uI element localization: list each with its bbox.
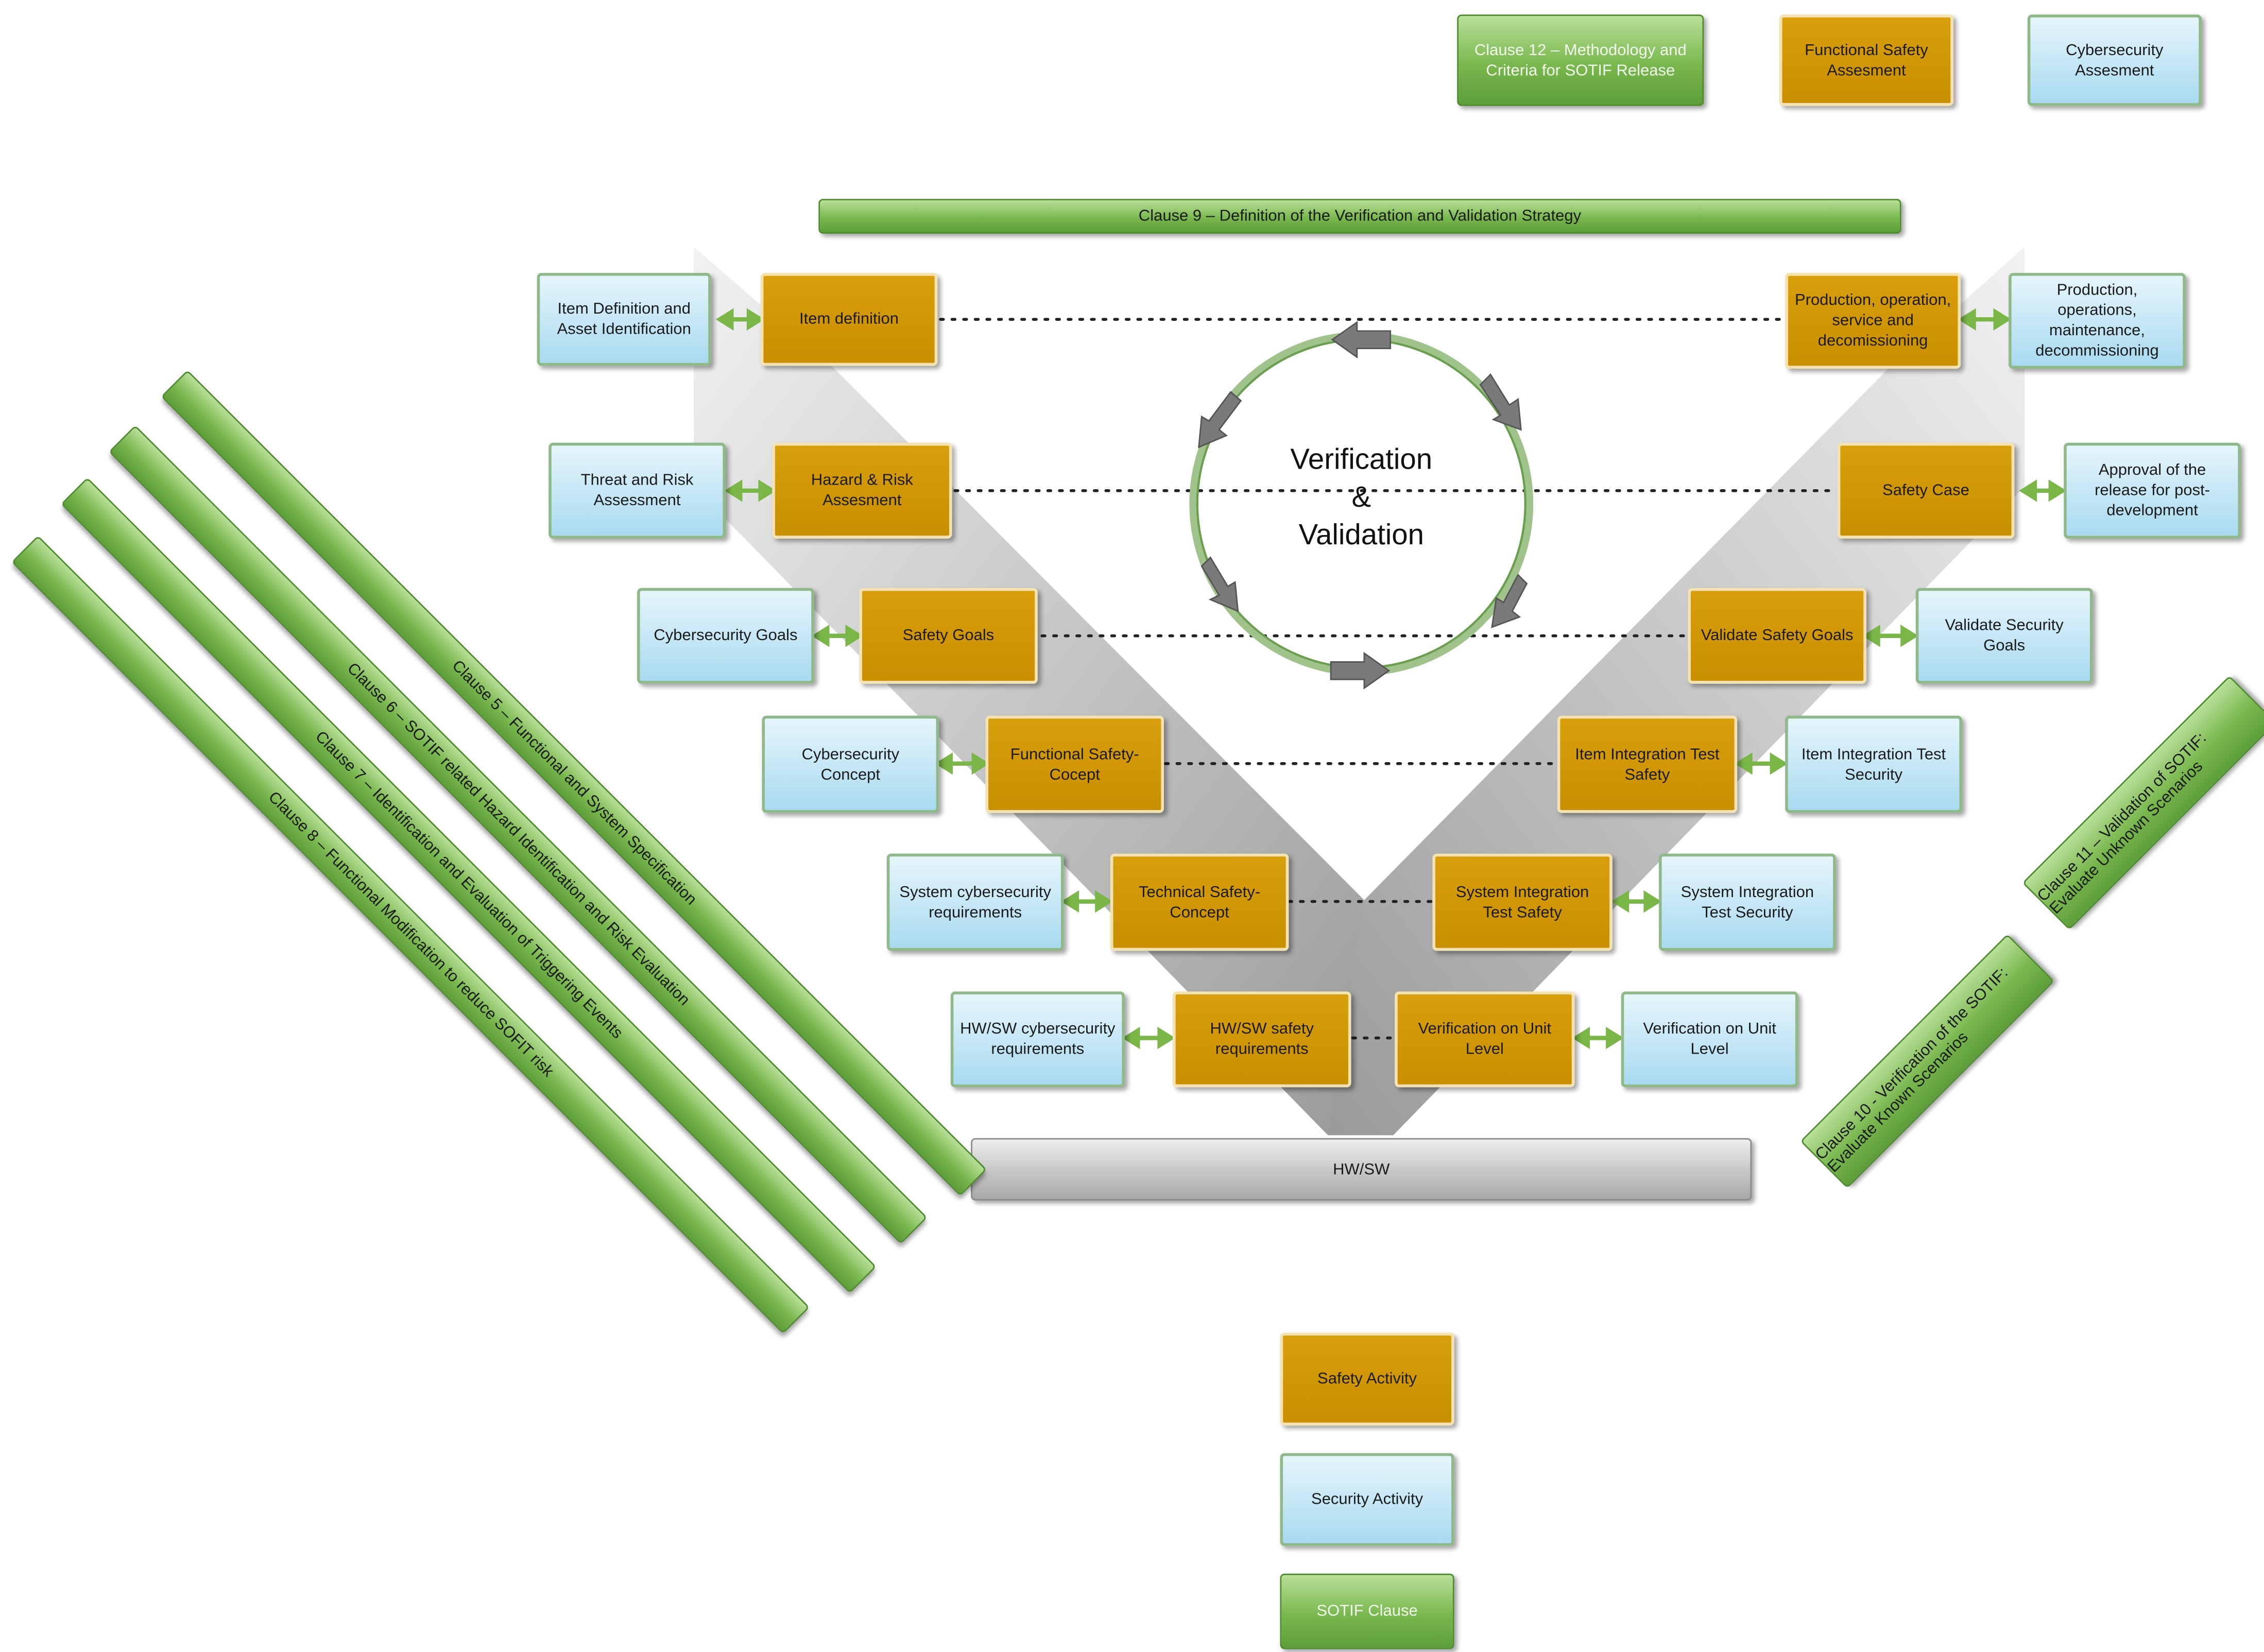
verification-unit-level-safety-box: Verification on Unit Level xyxy=(1395,991,1575,1088)
cybersecurity-goals-label: Cybersecurity Goals xyxy=(654,627,798,645)
hazard-risk-assessment-label: Hazard & Risk Assesment xyxy=(811,472,913,510)
hwsw-label: HW/SW xyxy=(1333,1160,1390,1178)
production-operations-maintenance-label: Production, operations, maintenance, dec… xyxy=(2035,281,2159,360)
validate-safety-goals-box: Validate Safety Goals xyxy=(1688,588,1866,684)
clause-9-label: Clause 9 – Definition of the Verificatio… xyxy=(1138,208,1582,225)
clause-12-label: Clause 12 – Methodology and Criteria for… xyxy=(1474,41,1687,79)
item-integration-test-safety-label: Item Integration Test Safety xyxy=(1575,745,1720,783)
system-integration-test-security-label: System Integration Test Security xyxy=(1680,883,1814,921)
vv-center-text: Verification & Validation xyxy=(1245,441,1478,555)
vv-line-2: & xyxy=(1351,481,1371,514)
cybersecurity-concept-label: Cybersecurity Concept xyxy=(801,745,900,783)
cybersecurity-concept-box: Cybersecurity Concept xyxy=(762,715,939,813)
validate-security-goals-label: Validate Security Goals xyxy=(1945,617,2064,655)
system-integration-test-safety-box: System Integration Test Safety xyxy=(1432,853,1613,951)
legend-sotif-clause: SOTIF Clause xyxy=(1280,1573,1454,1649)
validate-security-goals-box: Validate Security Goals xyxy=(1915,588,2093,684)
verification-unit-level-security-label: Verification on Unit Level xyxy=(1643,1020,1776,1059)
hwsw-safety-requirements-box: HW/SW safety requirements xyxy=(1172,991,1351,1088)
system-integration-test-safety-label: System Integration Test Safety xyxy=(1455,883,1589,921)
safety-case-label: Safety Case xyxy=(1882,481,1969,500)
hwsw-cybersecurity-requirements-box: HW/SW cybersecurity requirements xyxy=(950,991,1125,1088)
vv-line-1: Verification xyxy=(1290,444,1433,476)
vv-line-3: Validation xyxy=(1298,520,1424,552)
legend-sotif-label: SOTIF Clause xyxy=(1316,1603,1418,1621)
safety-case-box: Safety Case xyxy=(1837,442,2015,539)
clause-9-bar: Clause 9 – Definition of the Verificatio… xyxy=(818,199,1901,234)
safety-goals-box: Safety Goals xyxy=(859,588,1038,684)
cybersecurity-assessment-label: Cybersecurity Assesment xyxy=(2066,41,2164,79)
double-arrows xyxy=(715,308,2067,1049)
legend-safety-label: Safety Activity xyxy=(1317,1370,1417,1388)
legend-safety-activity: Safety Activity xyxy=(1280,1332,1454,1426)
system-integration-test-security-box: System Integration Test Security xyxy=(1658,853,1836,951)
safety-goals-label: Safety Goals xyxy=(902,627,994,645)
production-operation-label: Production, operation, service and decom… xyxy=(1794,291,1951,350)
dotted-connectors xyxy=(939,318,1838,1040)
verification-unit-level-safety-label: Verification on Unit Level xyxy=(1418,1020,1552,1059)
item-definition-box: Item definition xyxy=(760,272,938,366)
item-definition-asset-id-label: Item Definition and Asset Identification xyxy=(557,300,691,338)
functional-safety-assessment-label: Functional Safety Assesment xyxy=(1805,41,1928,79)
production-operations-maintenance-box: Production, operations, maintenance, dec… xyxy=(2009,272,2186,369)
item-integration-test-security-box: Item Integration Test Security xyxy=(1785,715,1962,813)
hwsw-cybersecurity-requirements-label: HW/SW cybersecurity requirements xyxy=(960,1020,1116,1059)
cybersecurity-assessment-box: Cybersecurity Assesment xyxy=(2027,14,2202,106)
hwsw-safety-requirements-label: HW/SW safety requirements xyxy=(1210,1020,1314,1059)
system-cybersecurity-requirements-label: System cybersecurity requirements xyxy=(899,883,1051,921)
clause-12-box: Clause 12 – Methodology and Criteria for… xyxy=(1457,14,1704,106)
approval-release-box: Approval of the release for post-develop… xyxy=(2064,442,2241,539)
production-operation-box: Production, operation, service and decom… xyxy=(1785,272,1961,369)
system-cybersecurity-requirements-box: System cybersecurity requirements xyxy=(886,853,1064,951)
legend-security-activity: Security Activity xyxy=(1280,1453,1454,1546)
item-integration-test-security-label: Item Integration Test Security xyxy=(1801,745,1946,783)
threat-risk-assessment-box: Threat and Risk Assessment xyxy=(548,442,726,539)
cybersecurity-goals-box: Cybersecurity Goals xyxy=(637,588,814,684)
cycle-arrows xyxy=(1198,321,1528,690)
hazard-risk-assessment-box: Hazard & Risk Assesment xyxy=(772,442,952,539)
legend-security-label: Security Activity xyxy=(1311,1491,1423,1508)
technical-safety-concept-box: Technical Safety-Concept xyxy=(1110,853,1289,951)
functional-safety-concept-label: Functional Safety-Cocept xyxy=(1010,745,1139,783)
technical-safety-concept-label: Technical Safety-Concept xyxy=(1139,883,1261,921)
verification-unit-level-security-box: Verification on Unit Level xyxy=(1621,991,1798,1088)
validate-safety-goals-label: Validate Safety Goals xyxy=(1701,627,1854,645)
item-integration-test-safety-box: Item Integration Test Safety xyxy=(1557,715,1738,813)
item-definition-asset-id-box: Item Definition and Asset Identification xyxy=(537,272,711,366)
approval-release-label: Approval of the release for post-develop… xyxy=(2095,461,2210,520)
functional-safety-assessment-box: Functional Safety Assesment xyxy=(1779,14,1954,106)
threat-risk-assessment-label: Threat and Risk Assessment xyxy=(580,472,694,510)
item-definition-label: Item definition xyxy=(799,311,899,329)
functional-safety-concept-box: Functional Safety-Cocept xyxy=(985,715,1164,813)
hwsw-bar: HW/SW xyxy=(971,1138,1752,1201)
